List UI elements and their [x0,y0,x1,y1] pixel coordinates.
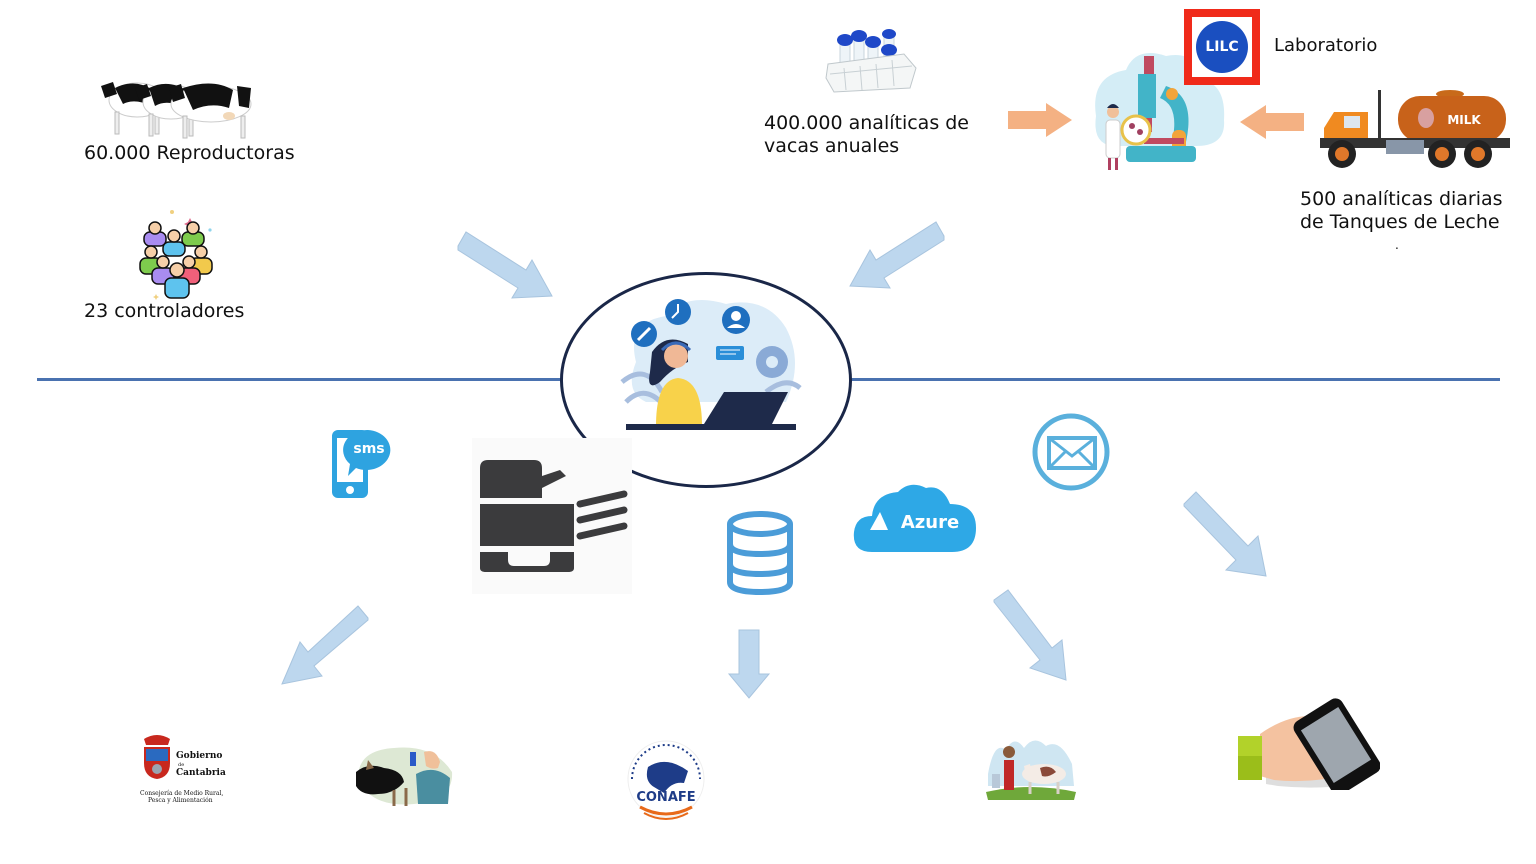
lilc-logo: LILC [1184,9,1260,85]
people-group-icon [138,206,218,302]
sms-text: sms [353,441,384,457]
milk-tank-footnote: . [1395,238,1399,252]
cows-label: 60.000 Reproductoras [84,142,295,164]
gov-line1: Gobierno [176,751,223,761]
hand-smartphone-icon [1238,694,1380,790]
truck-milk-text: MILK [1447,113,1481,127]
gov-line2: de [178,762,185,768]
arrow-to-farmer [992,586,1072,682]
cow-samples-label-line2: vacas anuales [764,135,900,157]
lab-label: Laboratorio [1274,35,1378,56]
printer-icon[interactable] [472,438,632,594]
veterinarian-cow-icon [354,738,458,808]
email-envelope-icon[interactable] [1031,412,1111,492]
holstein-cows-icon [95,68,260,140]
arrow-inputs-right-to-center [846,216,946,292]
test-tubes-rack-icon [824,28,920,94]
arrow-to-conafe [727,628,771,700]
farmer-cow-icon [984,734,1078,802]
conafe-logo: CONAFE [622,737,710,825]
gov-sub1: Consejería de Medio Rural, [140,790,224,797]
milk-tank-label-line1: 500 analíticas diarias [1300,188,1503,210]
controllers-label: 23 controladores [84,300,245,322]
arrow-tanker-to-lab [1240,104,1306,140]
sms-phone-icon[interactable]: sms [330,428,394,500]
conafe-text: CONAFE [636,790,695,805]
milk-tank-label-line2: de Tanques de Leche [1300,211,1500,233]
arrow-samples-to-lab [1006,102,1074,138]
milk-tanker-truck-icon: MILK [1314,88,1514,170]
cow-samples-label-line1: 400.000 analíticas de [764,112,970,134]
azure-text: Azure [901,512,959,533]
gobierno-cantabria-logo: Gobierno de Cantabria Consejería de Medi… [140,733,240,809]
gov-line3: Cantabria [176,768,226,778]
azure-cloud-icon[interactable]: Azure [852,480,980,554]
arrow-inputs-left-to-center [456,226,556,302]
database-icon[interactable] [724,510,796,596]
arrow-to-mobile [1182,490,1268,580]
gov-sub2: Pesca y Alimentación [148,797,213,804]
divider-left [37,378,561,381]
lilc-logo-text: LILC [1205,39,1239,55]
divider-right [849,378,1500,381]
arrow-to-government [278,604,370,688]
customer-support-operator-icon [616,292,806,438]
